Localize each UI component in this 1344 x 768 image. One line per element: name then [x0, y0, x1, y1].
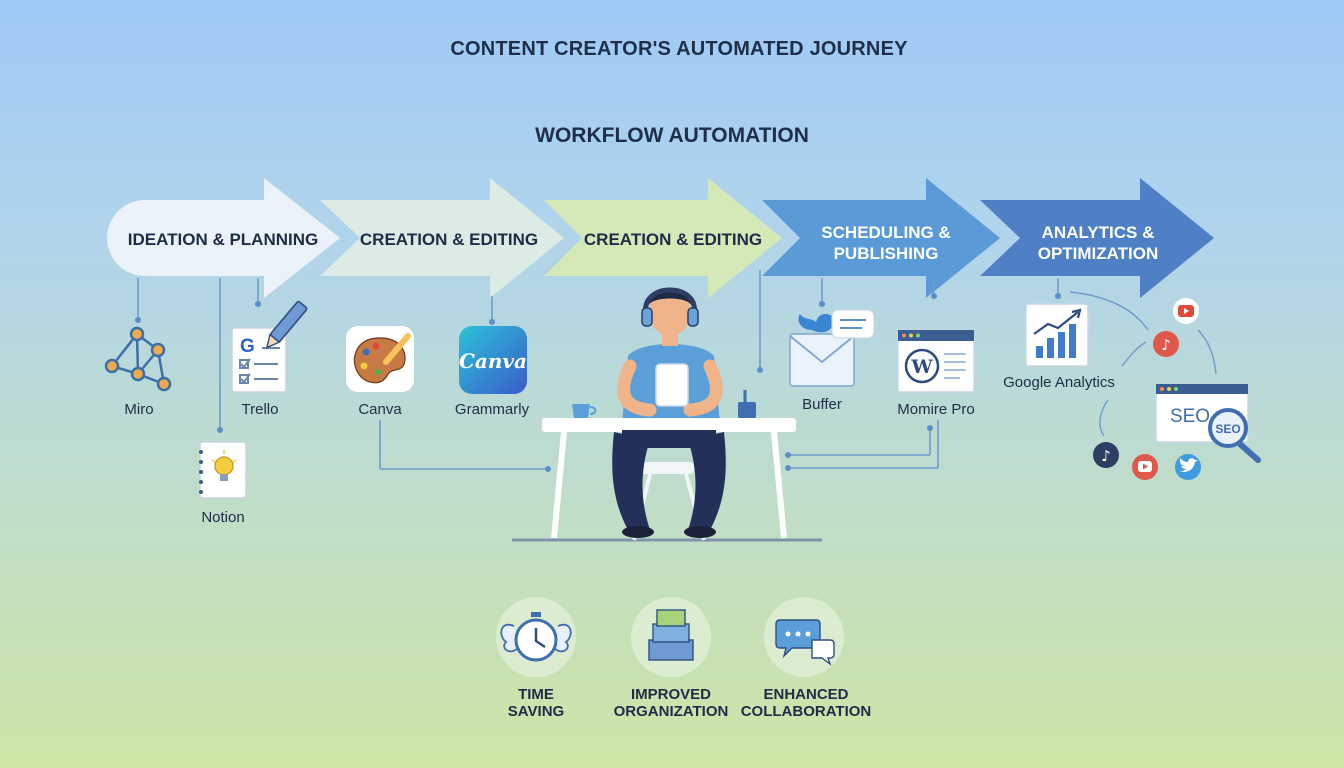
svg-text:W: W [910, 356, 933, 378]
twitter-icon[interactable] [1175, 454, 1201, 480]
notion-notebook-icon[interactable] [199, 441, 247, 499]
benefit-label-collaboration: ENHANCED COLLABORATION [740, 686, 872, 720]
magnifier-icon[interactable]: SEO [1208, 408, 1261, 463]
google-analytics-chart-icon[interactable] [1025, 303, 1089, 367]
buffer-envelope-icon[interactable] [789, 309, 875, 387]
notion-label: Notion [201, 509, 245, 526]
seo-text: SEO [1170, 406, 1210, 427]
trello-checklist-icon[interactable]: G [231, 300, 308, 393]
stage-arrow-analytics[interactable] [980, 178, 1214, 298]
youtube-icon[interactable] [1132, 454, 1158, 480]
person-at-desk-illustration [512, 287, 822, 542]
canva-label: Canva [358, 401, 402, 418]
stage-label-scheduling: SCHEDULING & PUBLISHING [821, 223, 951, 263]
stage-arrow-creation-1[interactable] [320, 178, 564, 298]
stage-label-analytics: ANALYTICS & OPTIMIZATION [1037, 223, 1159, 263]
canva-logo-text: Canva [459, 349, 527, 373]
youtube-icon[interactable] [1173, 298, 1199, 324]
stage-label-creation-2: CREATION & EDITING [583, 230, 763, 249]
section-title: WORKFLOW AUTOMATION [535, 124, 809, 147]
page-title: CONTENT CREATOR'S AUTOMATED JOURNEY [450, 38, 908, 60]
stacked-boxes-icon [631, 597, 711, 677]
trello-label: Trello [241, 401, 279, 418]
social-cycle-arrows [1069, 291, 1217, 437]
svg-text:♪: ♪ [1161, 336, 1171, 354]
benefit-label-organization: IMPROVED ORGANIZATION [613, 686, 729, 720]
svg-text:G: G [240, 336, 255, 357]
seo-lens-text: SEO [1215, 422, 1240, 436]
stage-arrow-ideation[interactable] [107, 178, 340, 298]
canva-palette-icon[interactable] [346, 326, 414, 392]
miro-label: Miro [124, 401, 154, 418]
stage-arrow-scheduling[interactable] [762, 178, 1000, 298]
tiktok-icon[interactable]: ♪ [1093, 442, 1119, 468]
buffer-label: Buffer [802, 396, 842, 413]
wordpress-browser-icon[interactable]: W [897, 329, 975, 393]
stopwatch-wings-icon [496, 597, 576, 677]
tiktok-icon[interactable]: ♪ [1153, 331, 1179, 357]
stage-label-ideation: IDEATION & PLANNING [127, 230, 319, 249]
wordpress-label: Momire Pro [897, 401, 975, 418]
svg-text:♪: ♪ [1101, 447, 1111, 465]
chat-bubbles-icon [764, 597, 844, 677]
google-analytics-label: Google Analytics [1003, 374, 1115, 391]
grammarly-app-icon[interactable]: Canva [459, 326, 527, 394]
connector-dots [135, 293, 1061, 472]
benefit-label-time-saving: TIME SAVING [507, 686, 565, 720]
connector-lines [137, 270, 1059, 470]
stage-arrow-creation-2[interactable] [544, 178, 782, 298]
miro-network-icon[interactable] [104, 326, 172, 392]
stage-label-creation-1: CREATION & EDITING [359, 230, 539, 249]
grammarly-label: Grammarly [454, 401, 530, 418]
